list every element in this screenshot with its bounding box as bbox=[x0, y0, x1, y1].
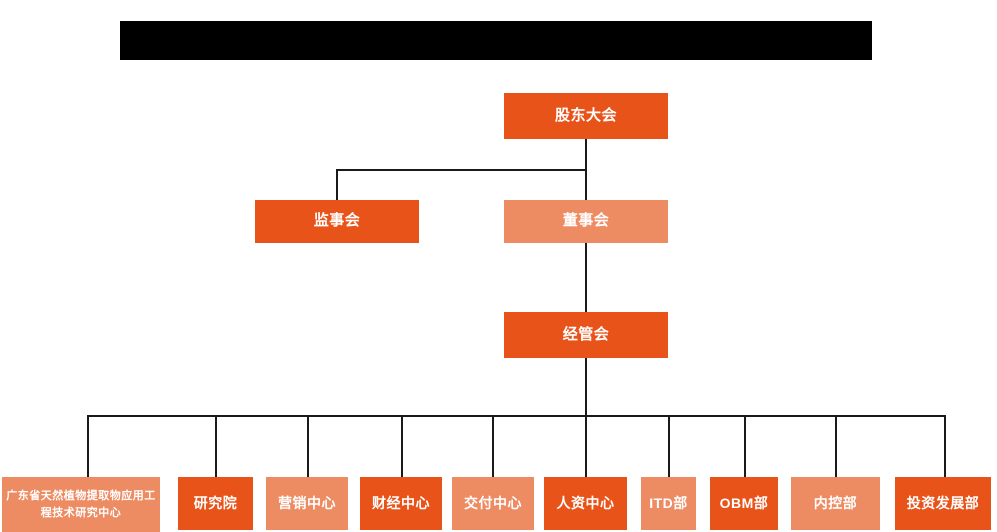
node-internal-control-dept-label: 内控部 bbox=[813, 495, 858, 512]
node-investment-dev-dept[interactable]: 投资发展部 bbox=[895, 477, 991, 530]
node-directors[interactable]: 董事会 bbox=[504, 200, 668, 243]
node-institute-label: 研究院 bbox=[193, 495, 238, 512]
node-hr-center-label: 人资中心 bbox=[556, 495, 615, 512]
connector-drop-investment-dev-dept bbox=[944, 415, 946, 477]
connector-drop-finance-center bbox=[401, 415, 403, 477]
connector-drop-internal-control-dept bbox=[835, 415, 837, 477]
redacted-title-banner bbox=[120, 21, 872, 60]
node-marketing-center-label: 营销中心 bbox=[278, 495, 336, 512]
connector-drop-delivery-center bbox=[492, 415, 494, 477]
connector-management-to-bus bbox=[585, 358, 587, 416]
node-obm-dept-label: OBM部 bbox=[719, 495, 769, 512]
connector-supervisors-drop bbox=[336, 169, 338, 201]
connector-shareholders-to-supervisors-horizontal bbox=[336, 169, 586, 171]
connector-drop-hr-center bbox=[585, 415, 587, 477]
node-delivery-center-label: 交付中心 bbox=[464, 495, 522, 512]
node-delivery-center[interactable]: 交付中心 bbox=[452, 477, 534, 530]
connector-drop-research-center bbox=[87, 415, 89, 477]
connector-drop-marketing-center bbox=[307, 415, 309, 477]
node-supervisors[interactable]: 监事会 bbox=[255, 200, 419, 243]
node-supervisors-label: 监事会 bbox=[313, 212, 361, 230]
node-management[interactable]: 经管会 bbox=[504, 312, 668, 358]
connector-department-bus bbox=[87, 415, 946, 417]
node-obm-dept[interactable]: OBM部 bbox=[710, 477, 778, 530]
node-internal-control-dept[interactable]: 内控部 bbox=[791, 477, 880, 530]
node-shareholders-label: 股东大会 bbox=[554, 106, 617, 124]
node-finance-center[interactable]: 财经中心 bbox=[360, 477, 442, 530]
node-research-center[interactable]: 广东省天然植物提取物应用工程技术研究中心 bbox=[2, 477, 160, 532]
connector-drop-obm-dept bbox=[744, 415, 746, 477]
node-directors-label: 董事会 bbox=[562, 212, 610, 230]
connector-shareholders-down bbox=[585, 139, 587, 242]
node-investment-dev-dept-label: 投资发展部 bbox=[906, 495, 980, 512]
node-finance-center-label: 财经中心 bbox=[372, 495, 430, 512]
connector-drop-institute bbox=[215, 415, 217, 477]
node-institute[interactable]: 研究院 bbox=[178, 477, 253, 530]
connector-drop-itd-dept bbox=[668, 415, 670, 477]
node-hr-center[interactable]: 人资中心 bbox=[544, 477, 627, 530]
node-marketing-center[interactable]: 营销中心 bbox=[266, 477, 348, 530]
node-shareholders[interactable]: 股东大会 bbox=[504, 93, 668, 139]
node-management-label: 经管会 bbox=[562, 325, 610, 343]
node-research-center-label: 广东省天然植物提取物应用工程技术研究中心 bbox=[6, 490, 156, 519]
node-itd-dept-label: ITD部 bbox=[649, 495, 688, 512]
node-itd-dept[interactable]: ITD部 bbox=[641, 477, 696, 530]
connector-directors-to-management bbox=[585, 242, 587, 312]
